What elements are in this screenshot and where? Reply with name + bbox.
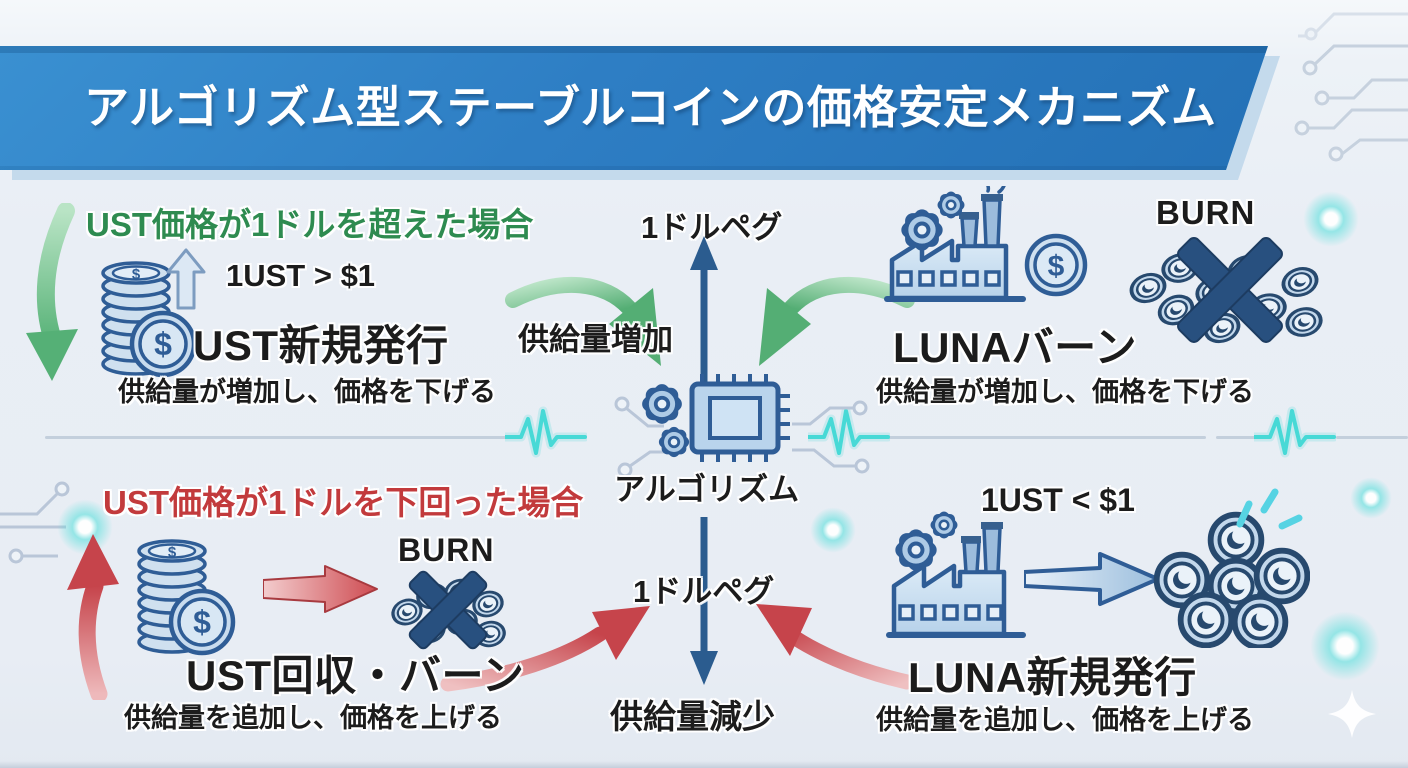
coin-dollar-symbol: $	[132, 266, 141, 283]
circuit-trace-top-right	[1294, 44, 1408, 162]
burn-coins-icon	[1125, 237, 1326, 348]
glow-dot	[1310, 611, 1380, 681]
ecg-pulse-icon	[505, 406, 587, 458]
top-right-action: LUNAバーン	[893, 324, 1138, 371]
top-left-action: UST新規発行	[193, 322, 449, 369]
bottom-right-action: LUNA新規発行	[908, 654, 1197, 701]
smoke-icon	[986, 186, 1006, 194]
coin-dollar-symbol: $	[154, 326, 172, 362]
bottom-right-description: 供給量を追加し、価格を上げる	[876, 705, 1254, 735]
red-right-arrow	[263, 565, 378, 613]
gear-icon	[890, 524, 942, 576]
burn-x-icon	[408, 570, 488, 650]
ecg-pulse-icon	[808, 406, 890, 458]
red-curved-arrow-right	[756, 604, 915, 690]
top-right-description: 供給量が増加し、価格を下げる	[876, 377, 1254, 407]
bottom-edge	[0, 761, 1408, 768]
page-title: アルゴリズム型ステーブルコインの価格安定メカニズム	[84, 82, 1217, 133]
circuit-trace-bottom-left	[0, 481, 70, 564]
coin-dollar-symbol: $	[168, 544, 177, 561]
factory-icon: $	[884, 186, 1088, 302]
algorithm-label: アルゴリズム	[614, 472, 800, 507]
title-banner: アルゴリズム型ステーブルコインの価格安定メカニズム	[0, 46, 1268, 170]
peg-bottom-label: 1ドルペグ	[633, 574, 775, 609]
divider-right	[878, 436, 1206, 439]
circuit-trace-chip-left	[614, 396, 664, 478]
gear-icon	[655, 423, 693, 461]
coin-stack-icon: $ $	[101, 248, 206, 378]
coin-dollar-symbol: $	[193, 604, 211, 640]
gear-icon	[896, 204, 948, 256]
peg-top-label: 1ドルペグ	[641, 210, 783, 245]
ecg-pulse-icon	[1254, 406, 1336, 458]
gear-icon	[927, 508, 961, 542]
divider-right-3	[1336, 436, 1408, 439]
divider-right-2	[1216, 436, 1256, 439]
top-left-formula: 1UST > $1	[226, 258, 376, 293]
glow-dot	[57, 499, 113, 555]
up-arrow-icon	[166, 248, 206, 310]
coin-stack-icon: $ $	[137, 539, 236, 656]
up-arrow-navy	[690, 236, 718, 382]
top-right-burn-label: BURN	[1156, 194, 1256, 231]
bottom-right-formula: 1UST < $1	[981, 482, 1135, 518]
divider-left	[45, 436, 507, 439]
down-arrow-navy	[690, 517, 718, 685]
sparkle-dashes-icon	[1236, 488, 1303, 530]
circuit-trace-chip-right	[792, 400, 870, 474]
red-curved-arrow-left	[440, 606, 650, 692]
bottom-left-burn-label: BURN	[398, 532, 495, 568]
green-curved-arrow-left	[505, 276, 661, 366]
top-left-heading: UST価格が1ドルを超えた場合	[86, 206, 534, 243]
glow-dot	[1350, 477, 1392, 519]
algorithm-chip-icon	[637, 374, 790, 462]
top-left-description: 供給量が増加し、価格を下げる	[118, 377, 496, 407]
gear-icon	[637, 379, 687, 429]
green-down-arrow	[26, 203, 78, 381]
bottom-left-heading: UST価格が1ドルを下回った場合	[103, 484, 584, 521]
burn-x-icon	[1177, 237, 1283, 343]
factory-icon	[886, 508, 1026, 638]
glow-dot	[1303, 191, 1359, 247]
circuit-trace-top-corner	[1298, 12, 1408, 41]
bottom-left-action: UST回収・バーン	[186, 652, 525, 699]
coin-dollar-symbol: $	[1048, 250, 1065, 283]
glow-dot	[810, 507, 856, 553]
sparkle-icon	[1328, 690, 1376, 738]
burn-coins-icon	[387, 570, 509, 651]
supply-decrease-label: 供給量減少	[610, 698, 775, 735]
red-up-arrow	[67, 534, 119, 700]
supply-increase-label: 供給量増加	[518, 322, 673, 357]
bottom-left-description: 供給量を追加し、価格を上げる	[124, 703, 502, 733]
blue-right-arrow	[1024, 552, 1160, 606]
